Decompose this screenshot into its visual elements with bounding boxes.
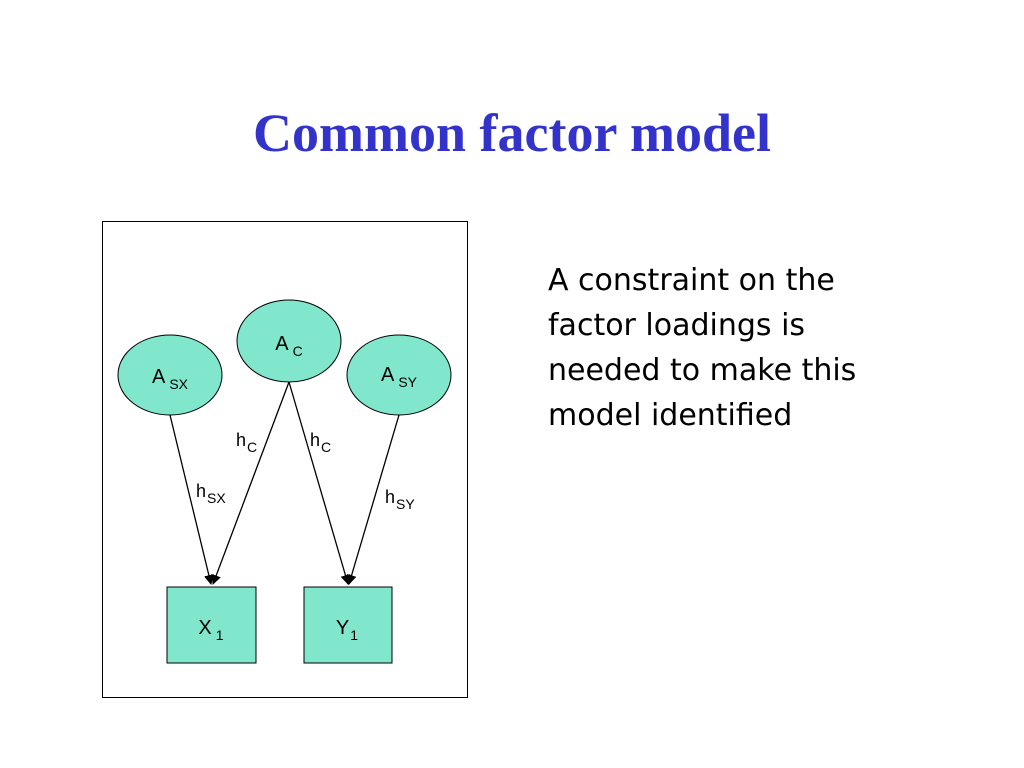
arrow-asy-to-y1 bbox=[346, 414, 400, 585]
body-text-line: A constraint on the bbox=[548, 263, 835, 298]
node-a-sx bbox=[117, 334, 223, 416]
node-y1 bbox=[303, 586, 393, 664]
slide-title: Common factor model bbox=[253, 103, 771, 163]
edge-label-hsx: hSX bbox=[196, 481, 226, 506]
body-text-line: factor loadings is bbox=[548, 308, 806, 343]
edge-label-hsy: hSY bbox=[385, 487, 415, 512]
arrow-ac-to-y1 bbox=[288, 381, 351, 585]
arrow-asx-to-x1 bbox=[169, 414, 214, 585]
edge-label-hc-left: hC bbox=[236, 430, 257, 455]
node-a-c bbox=[236, 299, 342, 383]
body-text-line: needed to make this bbox=[548, 353, 857, 388]
body-text: A constraint on the factor loadings is n… bbox=[548, 258, 948, 438]
node-x1 bbox=[166, 586, 257, 664]
node-a-sy bbox=[346, 334, 452, 416]
arrow-ac-to-x1 bbox=[211, 381, 290, 585]
body-text-line: model identified bbox=[548, 398, 793, 433]
edge-label-hc-right: hC bbox=[310, 430, 331, 455]
node-y1-label: Y1 bbox=[336, 617, 358, 643]
